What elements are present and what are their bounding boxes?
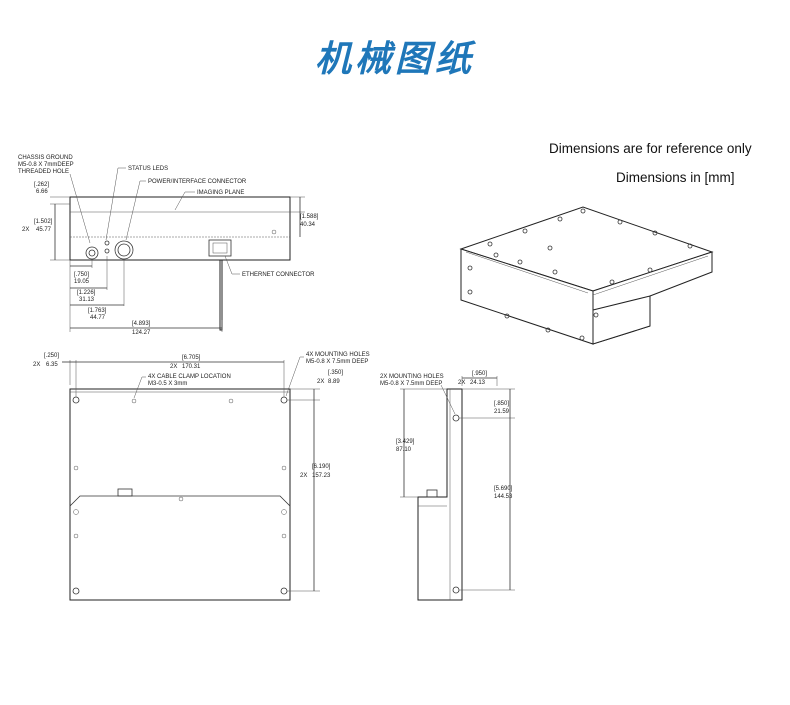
- dim-1502-mm: 45.77: [36, 227, 52, 233]
- dim-6190-prefix: 2X: [300, 473, 307, 479]
- dim-6705-in: [6.705]: [182, 355, 201, 361]
- dim-1502-in: [1.502]: [34, 219, 53, 225]
- dim-1226-in: [1.226]: [77, 290, 96, 296]
- dim-262-mm: 6.66: [36, 189, 48, 195]
- dim-250-mm: 6.35: [46, 362, 58, 368]
- mounting-hole-bl: [72, 587, 80, 595]
- side-mounting-label-2: M5-0.8 X 7.5mm DEEP: [380, 381, 442, 387]
- top-mounting-label-1: 4X MOUNTING HOLES: [306, 352, 370, 358]
- dim-1502-prefix: 2X: [22, 227, 29, 233]
- dim-262-in: [.262]: [34, 182, 49, 188]
- status-leds-label: STATUS LEDS: [128, 166, 168, 172]
- dim-1763-mm: 44.77: [90, 315, 106, 321]
- top-view: 4X CABLE CLAMP LOCATION M3-0.5 X 3mm 4X …: [33, 352, 370, 601]
- dim-350-prefix: 2X: [317, 379, 324, 385]
- dim-950-prefix: 2X: [458, 380, 465, 386]
- dim-850-mm: 21.59: [494, 409, 510, 415]
- ethernet-connector-label: ETHERNET CONNECTOR: [242, 272, 315, 278]
- status-led-2: [104, 248, 110, 254]
- ethernet-port: [208, 239, 232, 257]
- dim-6705-prefix: 2X: [170, 364, 177, 370]
- cable-clamp-label-2: M3-0.5 X 3mm: [148, 381, 187, 387]
- dim-250-prefix: 2X: [33, 362, 40, 368]
- side-view-tab: [426, 489, 438, 498]
- dim-1588-mm: 40.34: [300, 222, 316, 228]
- dim-850-in: [.850]: [494, 401, 509, 407]
- imaging-plane-label: IMAGING PLANE: [197, 190, 244, 196]
- dim-750-mm: 19.05: [74, 279, 90, 285]
- dim-250-in: [.250]: [44, 353, 59, 359]
- dim-3429-mm: 87.10: [396, 447, 412, 453]
- dim-4893-in: [4.893]: [132, 321, 151, 327]
- page-title: 机械图纸: [314, 39, 475, 80]
- front-view: CHASSIS GROUND M5-0.8 X 7mmDEEP THREADED…: [18, 155, 319, 336]
- isometric-view: [459, 206, 714, 345]
- units-note: Dimensions in [mm]: [616, 170, 735, 185]
- cable-clamp-tab: [117, 488, 133, 497]
- dim-950-mm: 24.13: [470, 380, 486, 386]
- dim-3429-in: [3.429]: [396, 439, 415, 445]
- cable-clamp-label-1: 4X CABLE CLAMP LOCATION: [148, 374, 231, 380]
- dim-5690-in: [5.690]: [494, 486, 513, 492]
- side-view: 2X MOUNTING HOLES M5-0.8 X 7.5mm DEEP [.…: [380, 371, 515, 601]
- chassis-ground-label-2: M5-0.8 X 7mmDEEP: [18, 162, 74, 168]
- dim-6705-mm: 170.31: [182, 364, 201, 370]
- power-connector-label: POWER/INTERFACE CONNECTOR: [148, 179, 247, 185]
- dim-1588-in: [1.588]: [300, 214, 319, 220]
- dim-1763-in: [1.763]: [88, 308, 107, 314]
- dim-6190-mm: 157.23: [312, 473, 331, 479]
- front-view-body: [69, 196, 291, 261]
- chassis-ground-label-3: THREADED HOLE: [18, 169, 69, 175]
- dim-4893-mm: 124.27: [132, 330, 151, 336]
- dim-6190-in: [6.190]: [312, 464, 331, 470]
- dim-350-in: [.350]: [328, 370, 343, 376]
- dim-350-mm: 8.89: [328, 379, 340, 385]
- top-mounting-label-2: M5-0.8 X 7.5mm DEEP: [306, 359, 368, 365]
- side-mounting-label-1: 2X MOUNTING HOLES: [380, 374, 444, 380]
- top-view-body: [69, 388, 291, 601]
- dim-950-in: [.950]: [472, 371, 487, 377]
- reference-note: Dimensions are for reference only: [549, 141, 752, 156]
- chassis-ground-label-1: CHASSIS GROUND: [18, 155, 73, 161]
- dim-1226-mm: 31.13: [79, 297, 95, 303]
- status-led-1: [104, 240, 110, 246]
- dim-5690-mm: 144.53: [494, 494, 513, 500]
- front-view-fin: [219, 259, 223, 331]
- dim-750-in: [.750]: [74, 272, 89, 278]
